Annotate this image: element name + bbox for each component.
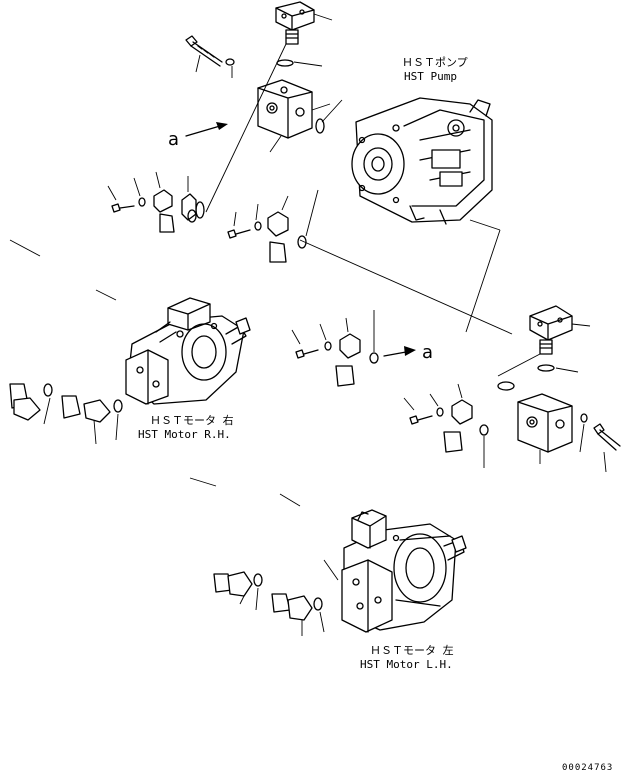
rh-orings-leaders bbox=[43, 383, 123, 445]
hose-lh-2 bbox=[271, 431, 463, 621]
upper-valve-block bbox=[257, 79, 331, 153]
top-elbow-fitting bbox=[275, 1, 333, 45]
o-ring-top bbox=[276, 59, 323, 67]
hst-motor-rh-label: ＨＳＴモータ 右 HST Motor R.H. bbox=[138, 413, 234, 441]
reference-arrow-a-lower: a bbox=[383, 342, 433, 363]
right-valve-block bbox=[517, 393, 588, 464]
reference-arrow-a-upper: a bbox=[168, 122, 228, 150]
ref-label-a-lower: a bbox=[422, 342, 433, 363]
pump-label-jp: ＨＳＴポンプ bbox=[402, 56, 468, 69]
hst-motor-rh bbox=[125, 297, 251, 405]
hose-rh-1 bbox=[9, 213, 175, 421]
middle-fittings bbox=[291, 310, 379, 364]
o-ring-right bbox=[497, 364, 579, 391]
hst-motor-lh bbox=[341, 509, 467, 633]
drawing-number: 00024763 bbox=[562, 763, 613, 773]
right-elbow-fitting bbox=[497, 305, 591, 377]
hst-pump-label: ＨＳＴポンプ HST Pump bbox=[402, 56, 468, 83]
right-mid-fittings bbox=[403, 383, 489, 468]
ref-label-a-upper: a bbox=[168, 129, 179, 150]
right-bolt bbox=[593, 423, 621, 473]
upper-left-fittings bbox=[107, 171, 197, 223]
hst-pump bbox=[351, 97, 501, 231]
hose-lh-1 bbox=[189, 365, 355, 597]
top-bolt bbox=[185, 35, 235, 78]
motor-rh-label-en: HST Motor R.H. bbox=[138, 428, 231, 441]
motor-lh-label-jp: ＨＳＴモータ 左 bbox=[370, 644, 454, 657]
lh-orings-leaders bbox=[239, 559, 339, 636]
hose-rh-2 bbox=[61, 241, 287, 423]
motor-lh-label-en: HST Motor L.H. bbox=[360, 658, 453, 671]
leader-line-pump-right bbox=[299, 229, 513, 335]
hst-motor-lh-label: ＨＳＴモータ 左 HST Motor L.H. bbox=[360, 644, 454, 671]
upper-mid-fittings bbox=[227, 189, 319, 249]
motor-rh-label-jp: ＨＳＴモータ 右 bbox=[150, 413, 234, 427]
pump-label-en: HST Pump bbox=[404, 70, 457, 83]
